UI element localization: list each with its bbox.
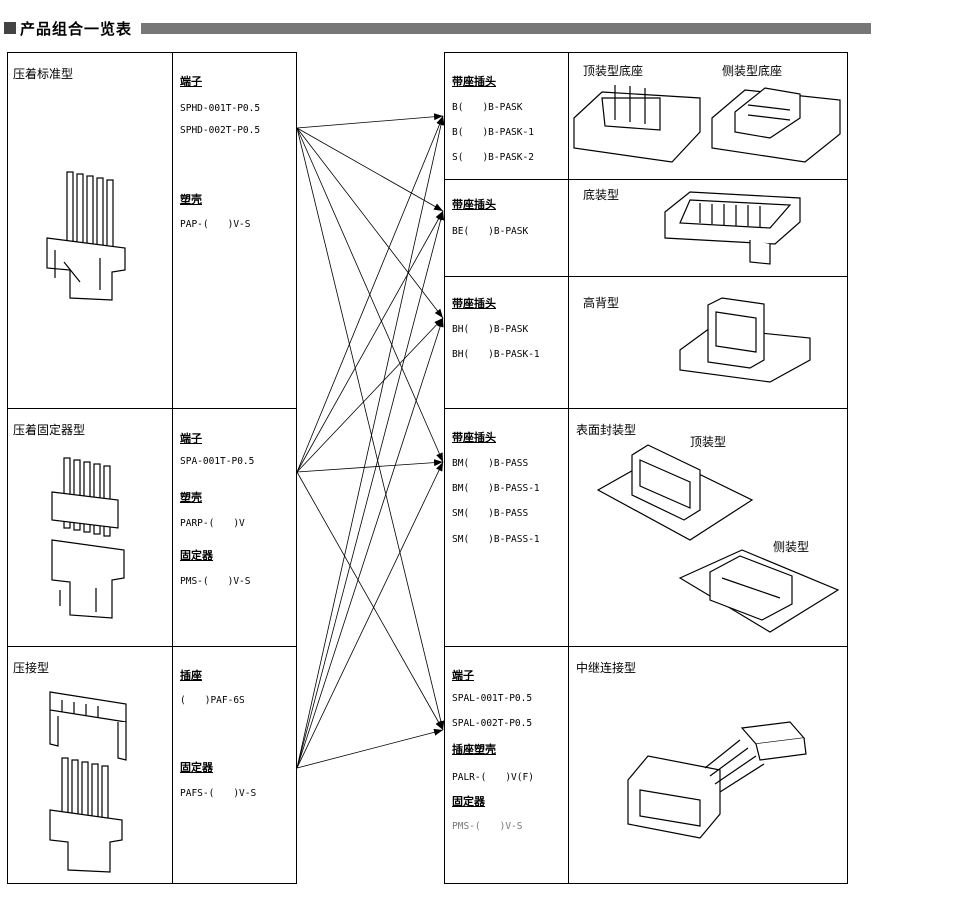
group-heading: 带座插头 (452, 75, 496, 88)
part-number: PMS-( )V-S (180, 576, 251, 587)
connection-arrow (296, 317, 444, 769)
group-heading: 带座插头 (452, 198, 496, 211)
part-number: SPAL-001T-P0.5 (452, 693, 533, 704)
wire-to-wire-connector-drawing (627, 721, 807, 839)
group-heading: 端子 (452, 669, 474, 682)
smt-side-header-drawing (678, 549, 840, 633)
right-table-row-line (444, 179, 848, 180)
part-number: BM( )B-PASS (452, 458, 529, 469)
group-heading: 固定器 (180, 761, 213, 774)
left-table-row-line (7, 408, 297, 409)
left-type-label: 压着标准型 (13, 67, 74, 81)
group-heading: 插座 (180, 669, 202, 682)
right-table-divider (568, 52, 569, 884)
part-number: PALR-( )V(F) (452, 772, 534, 783)
page-title: 产品组合一览表 (20, 19, 133, 38)
bottom-entry-header-drawing (664, 191, 801, 265)
image-caption: 高背型 (583, 296, 620, 310)
group-heading: 固定器 (180, 549, 213, 562)
group-heading: 端子 (180, 75, 202, 88)
part-number: SPHD-002T-P0.5 (180, 125, 261, 136)
group-heading: 插座塑壳 (452, 743, 496, 756)
group-heading: 带座插头 (452, 431, 496, 444)
connection-arrow (296, 127, 445, 731)
left-table-divider (172, 52, 173, 884)
left-table (7, 52, 297, 884)
part-number: SPA-001T-P0.5 (180, 456, 255, 467)
connection-arrow (296, 127, 444, 212)
group-heading: 固定器 (452, 795, 485, 808)
group-heading: 塑壳 (180, 491, 202, 504)
connection-arrow (296, 461, 444, 769)
left-type-label: 压着固定器型 (13, 423, 86, 437)
smt-top-header-drawing (596, 444, 754, 541)
right-table-row-line (444, 408, 848, 409)
connection-arrow (296, 459, 444, 473)
part-number: B( )B-PASK-1 (452, 127, 534, 138)
part-number: SM( )B-PASS (452, 508, 529, 519)
part-number: PAP-( )V-S (180, 219, 251, 230)
connection-arrows (296, 113, 445, 769)
image-caption: 侧装型底座 (722, 64, 783, 78)
image-caption: 顶装型底座 (583, 64, 644, 78)
image-caption: 侧装型 (773, 540, 810, 554)
right-table-row-line (444, 646, 848, 647)
image-caption: 底装型 (583, 188, 620, 202)
right-table (444, 52, 848, 884)
group-heading: 端子 (180, 432, 202, 445)
high-back-header-drawing (679, 297, 811, 383)
connection-arrow (296, 113, 444, 129)
part-number: BH( )B-PASK (452, 324, 529, 335)
header-bar (141, 23, 871, 34)
connection-arrow (296, 317, 444, 473)
left-type-label: 压接型 (13, 661, 50, 675)
group-heading: 带座插头 (452, 297, 496, 310)
crimp-retainer-connector-drawing (51, 457, 125, 619)
part-number: ( )PAF-6S (180, 695, 245, 706)
part-number: SPAL-002T-P0.5 (452, 718, 533, 729)
part-number: B( )B-PASK (452, 102, 523, 113)
part-number: BM( )B-PASS-1 (452, 483, 540, 494)
connection-arrow (296, 115, 445, 769)
image-caption: 顶装型 (690, 435, 727, 449)
part-number: PMS-( )V-S (452, 821, 523, 832)
connection-arrow (296, 471, 444, 731)
right-table-row-line (444, 276, 848, 277)
part-number: SPHD-001T-P0.5 (180, 103, 261, 114)
page-header: 产品组合一览表 (4, 17, 132, 39)
part-number: S( )B-PASK-2 (452, 152, 534, 163)
connection-arrow (296, 210, 445, 769)
part-number: PAFS-( )V-S (180, 788, 257, 799)
part-number: BH( )B-PASK-1 (452, 349, 540, 360)
connection-arrow (296, 127, 444, 319)
part-number: SM( )B-PASS-1 (452, 534, 540, 545)
header-square-icon (4, 22, 16, 34)
connection-arrow (296, 115, 444, 473)
part-number: PARP-( )V (180, 518, 245, 529)
image-caption: 表面封装型 (576, 423, 637, 437)
connection-arrow (296, 728, 444, 769)
image-caption: 中继连接型 (576, 661, 637, 675)
idc-connector-drawing (49, 691, 127, 873)
crimp-standard-connector-drawing (46, 171, 126, 301)
side-entry-header-drawing (711, 87, 841, 163)
group-heading: 塑壳 (180, 193, 202, 206)
part-number: BE( )B-PASK (452, 226, 529, 237)
connection-arrow (296, 210, 444, 473)
top-entry-header-drawing (573, 85, 701, 163)
left-table-row-line (7, 646, 297, 647)
